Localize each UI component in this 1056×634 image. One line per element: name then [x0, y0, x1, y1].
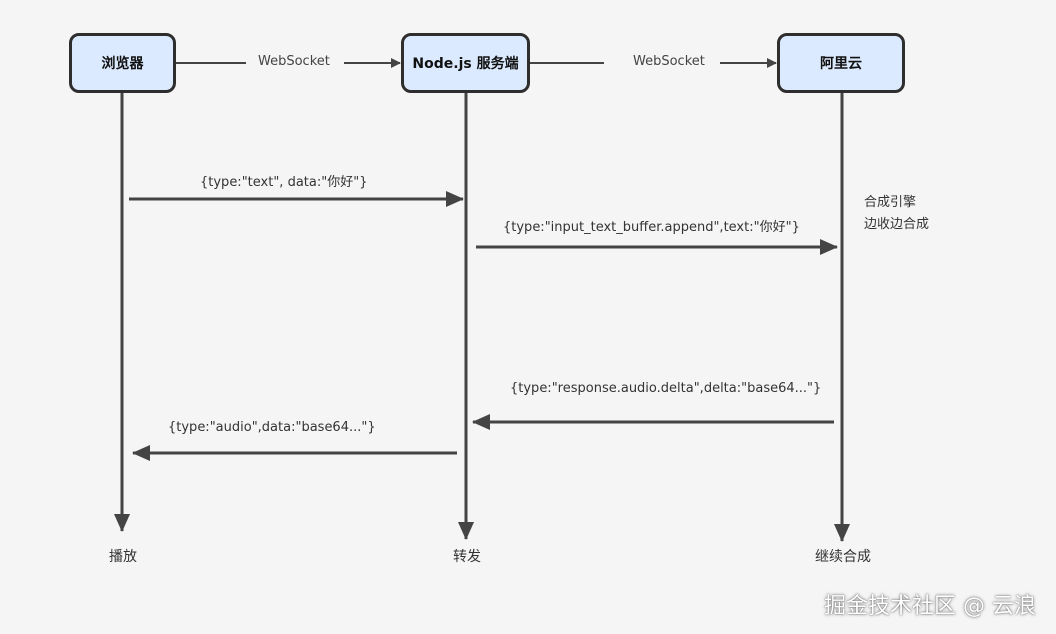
message-label-3: {type:"response.audio.delta",delta:"base…	[510, 381, 822, 396]
participant-node-server-label: Node.js 服务端	[412, 56, 519, 72]
ending-label-browser: 播放	[109, 549, 137, 565]
message-label-2: {type:"input_text_buffer.append",text:"你…	[503, 220, 800, 235]
ending-label-node: 转发	[453, 549, 481, 565]
connection-label-2: WebSocket	[633, 54, 705, 69]
ending-label-aliyun: 继续合成	[815, 549, 871, 565]
message-label-4: {type:"audio",data:"base64..."}	[168, 420, 376, 435]
engine-note-line1: 合成引擎	[864, 195, 917, 210]
participant-browser: 浏览器	[69, 33, 176, 93]
participant-aliyun: 阿里云	[777, 33, 905, 93]
participant-aliyun-label: 阿里云	[820, 56, 862, 72]
engine-note: 合成引擎 边收边合成	[864, 192, 929, 236]
watermark: 掘金技术社区 @ 云浪	[824, 594, 1036, 619]
engine-note-line2: 边收边合成	[864, 217, 930, 232]
participant-node-server: Node.js 服务端	[401, 33, 530, 93]
connection-label-1: WebSocket	[258, 54, 330, 69]
participant-browser-label: 浏览器	[101, 56, 144, 72]
message-label-1: {type:"text", data:"你好"}	[200, 175, 368, 190]
